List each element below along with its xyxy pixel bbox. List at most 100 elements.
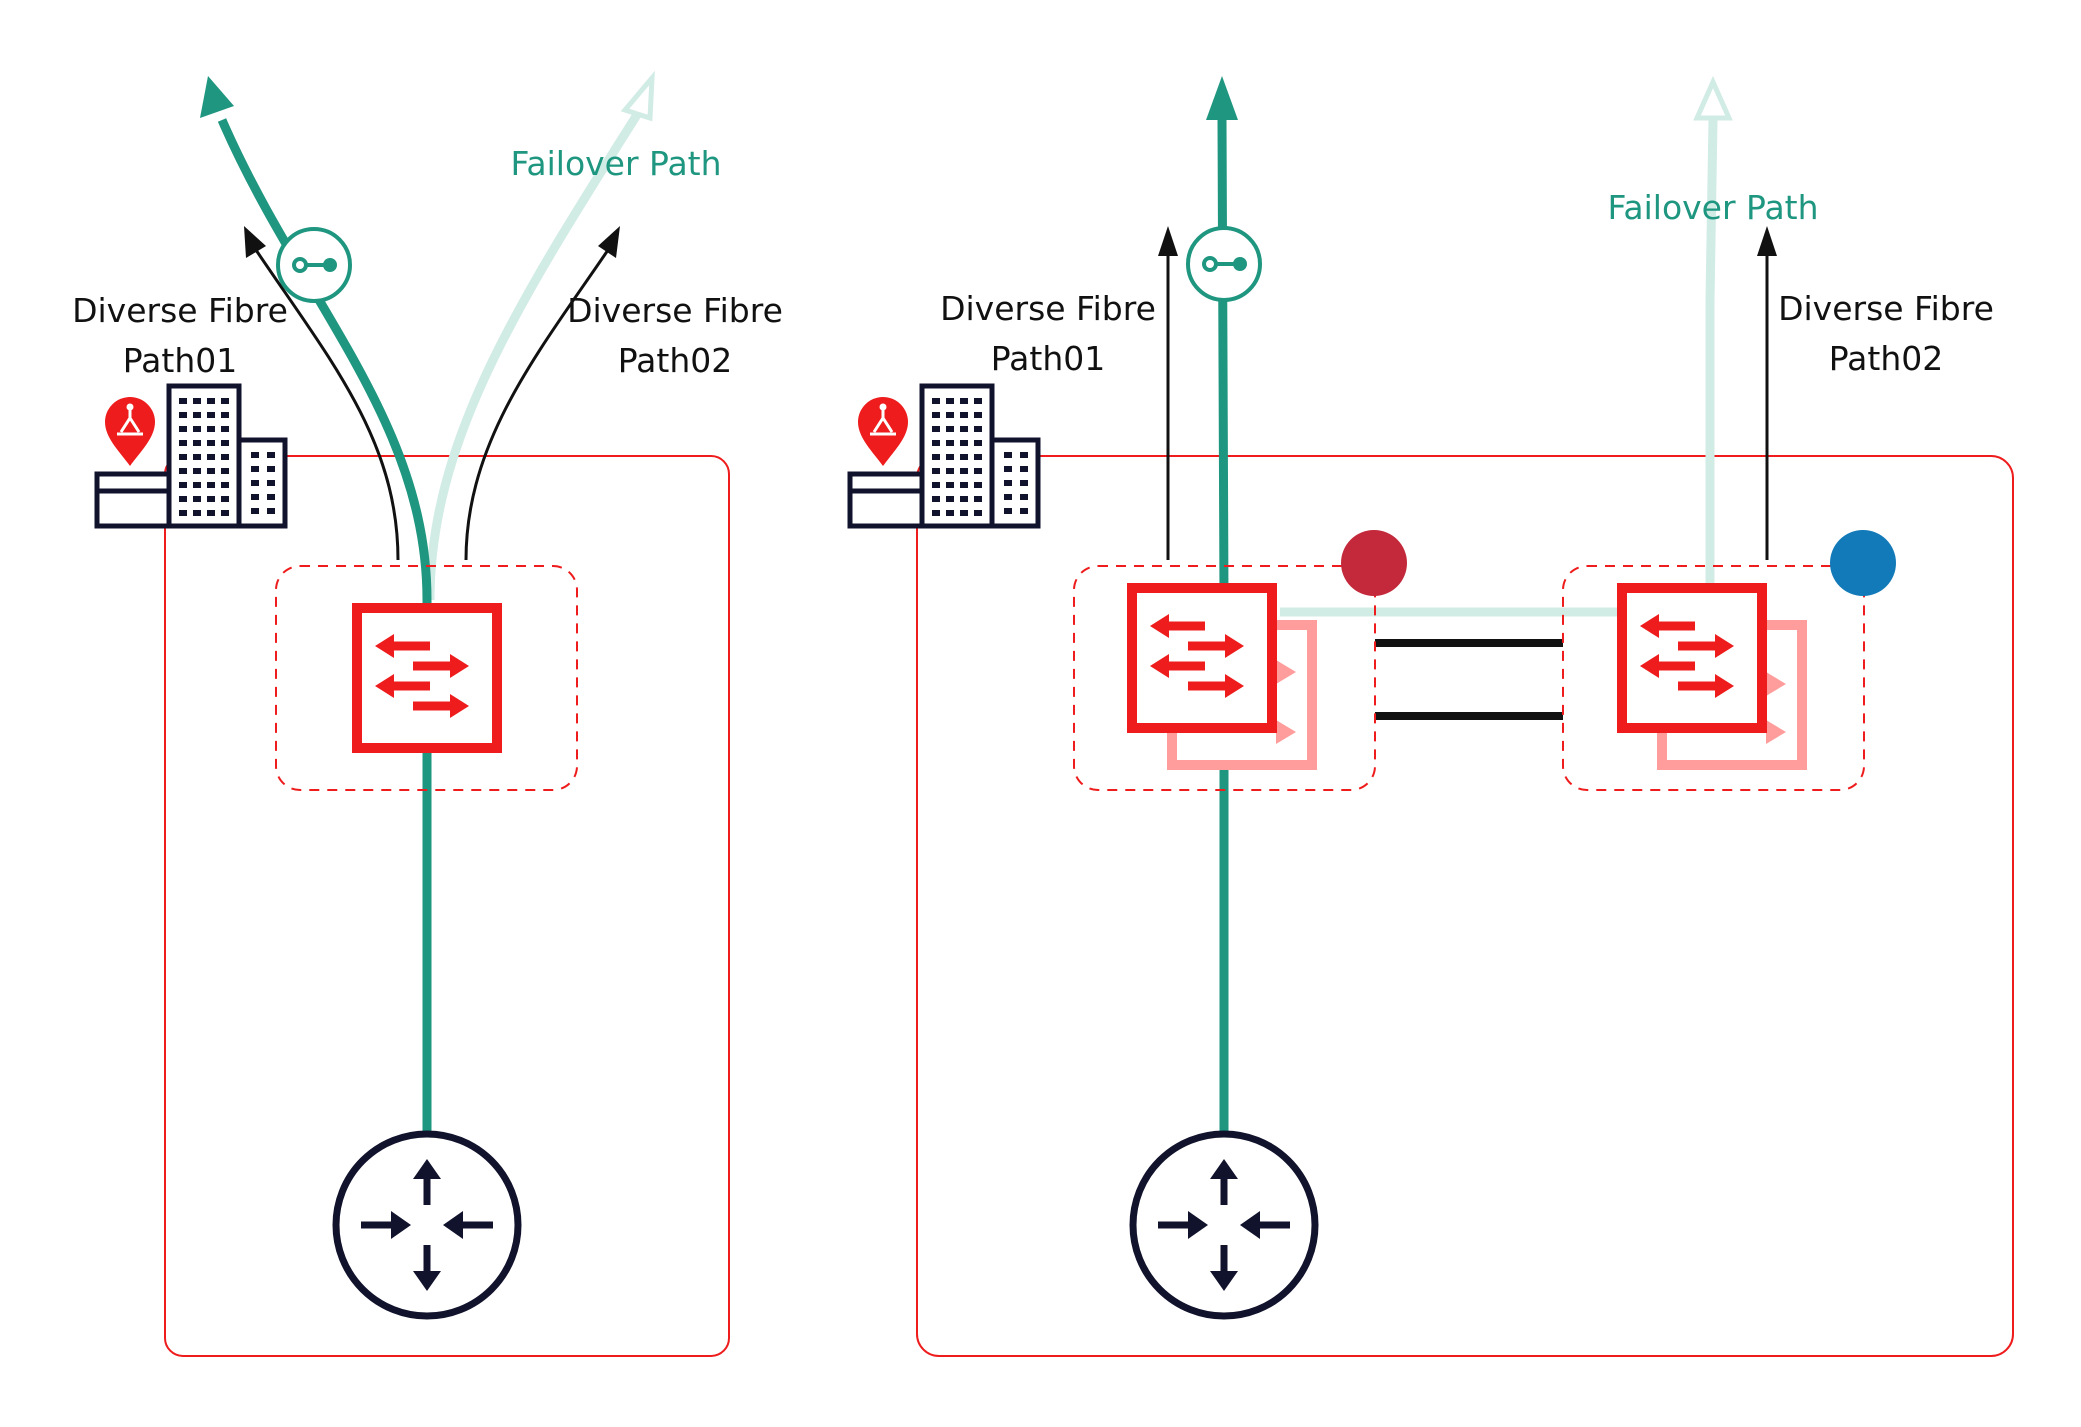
building-window: [960, 398, 968, 404]
building-window: [1020, 494, 1028, 500]
building-window: [179, 468, 187, 474]
building-window: [221, 496, 229, 502]
building-window: [221, 398, 229, 404]
right-path02-label-line2: Path02: [1829, 339, 1944, 378]
building-window: [1004, 494, 1012, 500]
building-window: [1020, 508, 1028, 514]
building-window: [207, 496, 215, 502]
building-window: [1004, 466, 1012, 472]
building-window: [946, 426, 954, 432]
building-window: [960, 440, 968, 446]
building-window: [267, 480, 275, 486]
right-switch-a-member-arrow2: [1276, 720, 1296, 744]
building-window: [946, 412, 954, 418]
right-switch-b: [1617, 583, 1767, 733]
building-window: [207, 510, 215, 516]
building-window: [960, 412, 968, 418]
left-fibre-path02-arrowhead: [598, 226, 620, 258]
building-window: [251, 480, 259, 486]
left-path02-label-line2: Path02: [618, 341, 733, 380]
active-link-icon: [276, 227, 352, 303]
building-window: [179, 496, 187, 502]
building-window: [1004, 452, 1012, 458]
building-window: [932, 398, 940, 404]
building-window: [207, 412, 215, 418]
right-path02-label-line1: Diverse Fibre: [1778, 289, 1994, 328]
building-window: [1004, 508, 1012, 514]
building-window: [946, 468, 954, 474]
right-switch-a-member-arrow1: [1276, 660, 1296, 684]
building-window: [960, 468, 968, 474]
left-failover-line: [425, 107, 644, 601]
building-window: [932, 468, 940, 474]
building-window: [946, 496, 954, 502]
router-icon: [1133, 1134, 1315, 1316]
building-window: [207, 440, 215, 446]
building-window: [974, 496, 982, 502]
left-failover-label: Failover Path: [510, 144, 721, 183]
building-window: [179, 454, 187, 460]
active-link-icon: [1186, 226, 1262, 302]
building-window: [1020, 480, 1028, 486]
building-window: [221, 482, 229, 488]
right-failover-arrowhead: [1693, 75, 1733, 121]
building-window: [267, 466, 275, 472]
left-failover-arrowhead: [620, 70, 655, 122]
building-window: [267, 452, 275, 458]
building-window: [251, 466, 259, 472]
location-pin-icon: [103, 395, 157, 468]
building-window: [251, 494, 259, 500]
left-site-boundary: [164, 455, 730, 1357]
left-path01-label-line2: Path01: [123, 341, 238, 380]
building-window: [974, 510, 982, 516]
left-switch-group-boundary: [275, 565, 578, 791]
building-window: [221, 510, 229, 516]
left-active-arrowhead: [200, 76, 234, 118]
left-fibre-path01-line: [254, 249, 400, 561]
building-window: [193, 510, 201, 516]
building-window: [221, 426, 229, 432]
building-window: [932, 426, 940, 432]
building-window: [221, 454, 229, 460]
building-window: [974, 468, 982, 474]
building-window: [974, 440, 982, 446]
building-window: [960, 426, 968, 432]
right-diagram: Failover Path Diverse Fibre Path01 Diver…: [850, 75, 2014, 1357]
building-window: [267, 508, 275, 514]
building-window: [193, 468, 201, 474]
building-window: [960, 482, 968, 488]
right-site-boundary: [916, 455, 2014, 1357]
building-window: [193, 440, 201, 446]
building-window: [932, 454, 940, 460]
location-pin-icon: [856, 395, 910, 468]
left-diagram: Failover Path Diverse Fibre Path01 Diver…: [72, 70, 783, 1357]
building-windows-layer: [179, 398, 1028, 516]
left-path01-label-line1: Diverse Fibre: [72, 291, 288, 330]
right-fibre-path02-arrowhead: [1757, 226, 1777, 256]
building-window: [946, 398, 954, 404]
switch-b-status-dot: [1830, 530, 1896, 596]
building-window: [193, 496, 201, 502]
building-window: [193, 398, 201, 404]
building-window: [946, 440, 954, 446]
building-window: [932, 440, 940, 446]
right-fibre-path01-arrowhead: [1158, 226, 1178, 256]
building-window: [932, 412, 940, 418]
left-switch: [352, 603, 502, 753]
building-window: [179, 482, 187, 488]
building-window: [946, 454, 954, 460]
building-window: [207, 398, 215, 404]
right-path01-label-line1: Diverse Fibre: [940, 289, 1156, 328]
building-window: [960, 454, 968, 460]
building-window: [179, 398, 187, 404]
right-switch-b-member-arrow2: [1766, 720, 1786, 744]
building-window: [179, 510, 187, 516]
building-window: [974, 398, 982, 404]
right-active-arrowhead: [1206, 76, 1238, 120]
building-window: [974, 426, 982, 432]
left-active-path: [217, 118, 432, 1132]
building-window: [207, 482, 215, 488]
right-switch-a-group-boundary: [1073, 565, 1376, 791]
switch-a-status-dot: [1341, 530, 1407, 596]
building-window: [193, 426, 201, 432]
